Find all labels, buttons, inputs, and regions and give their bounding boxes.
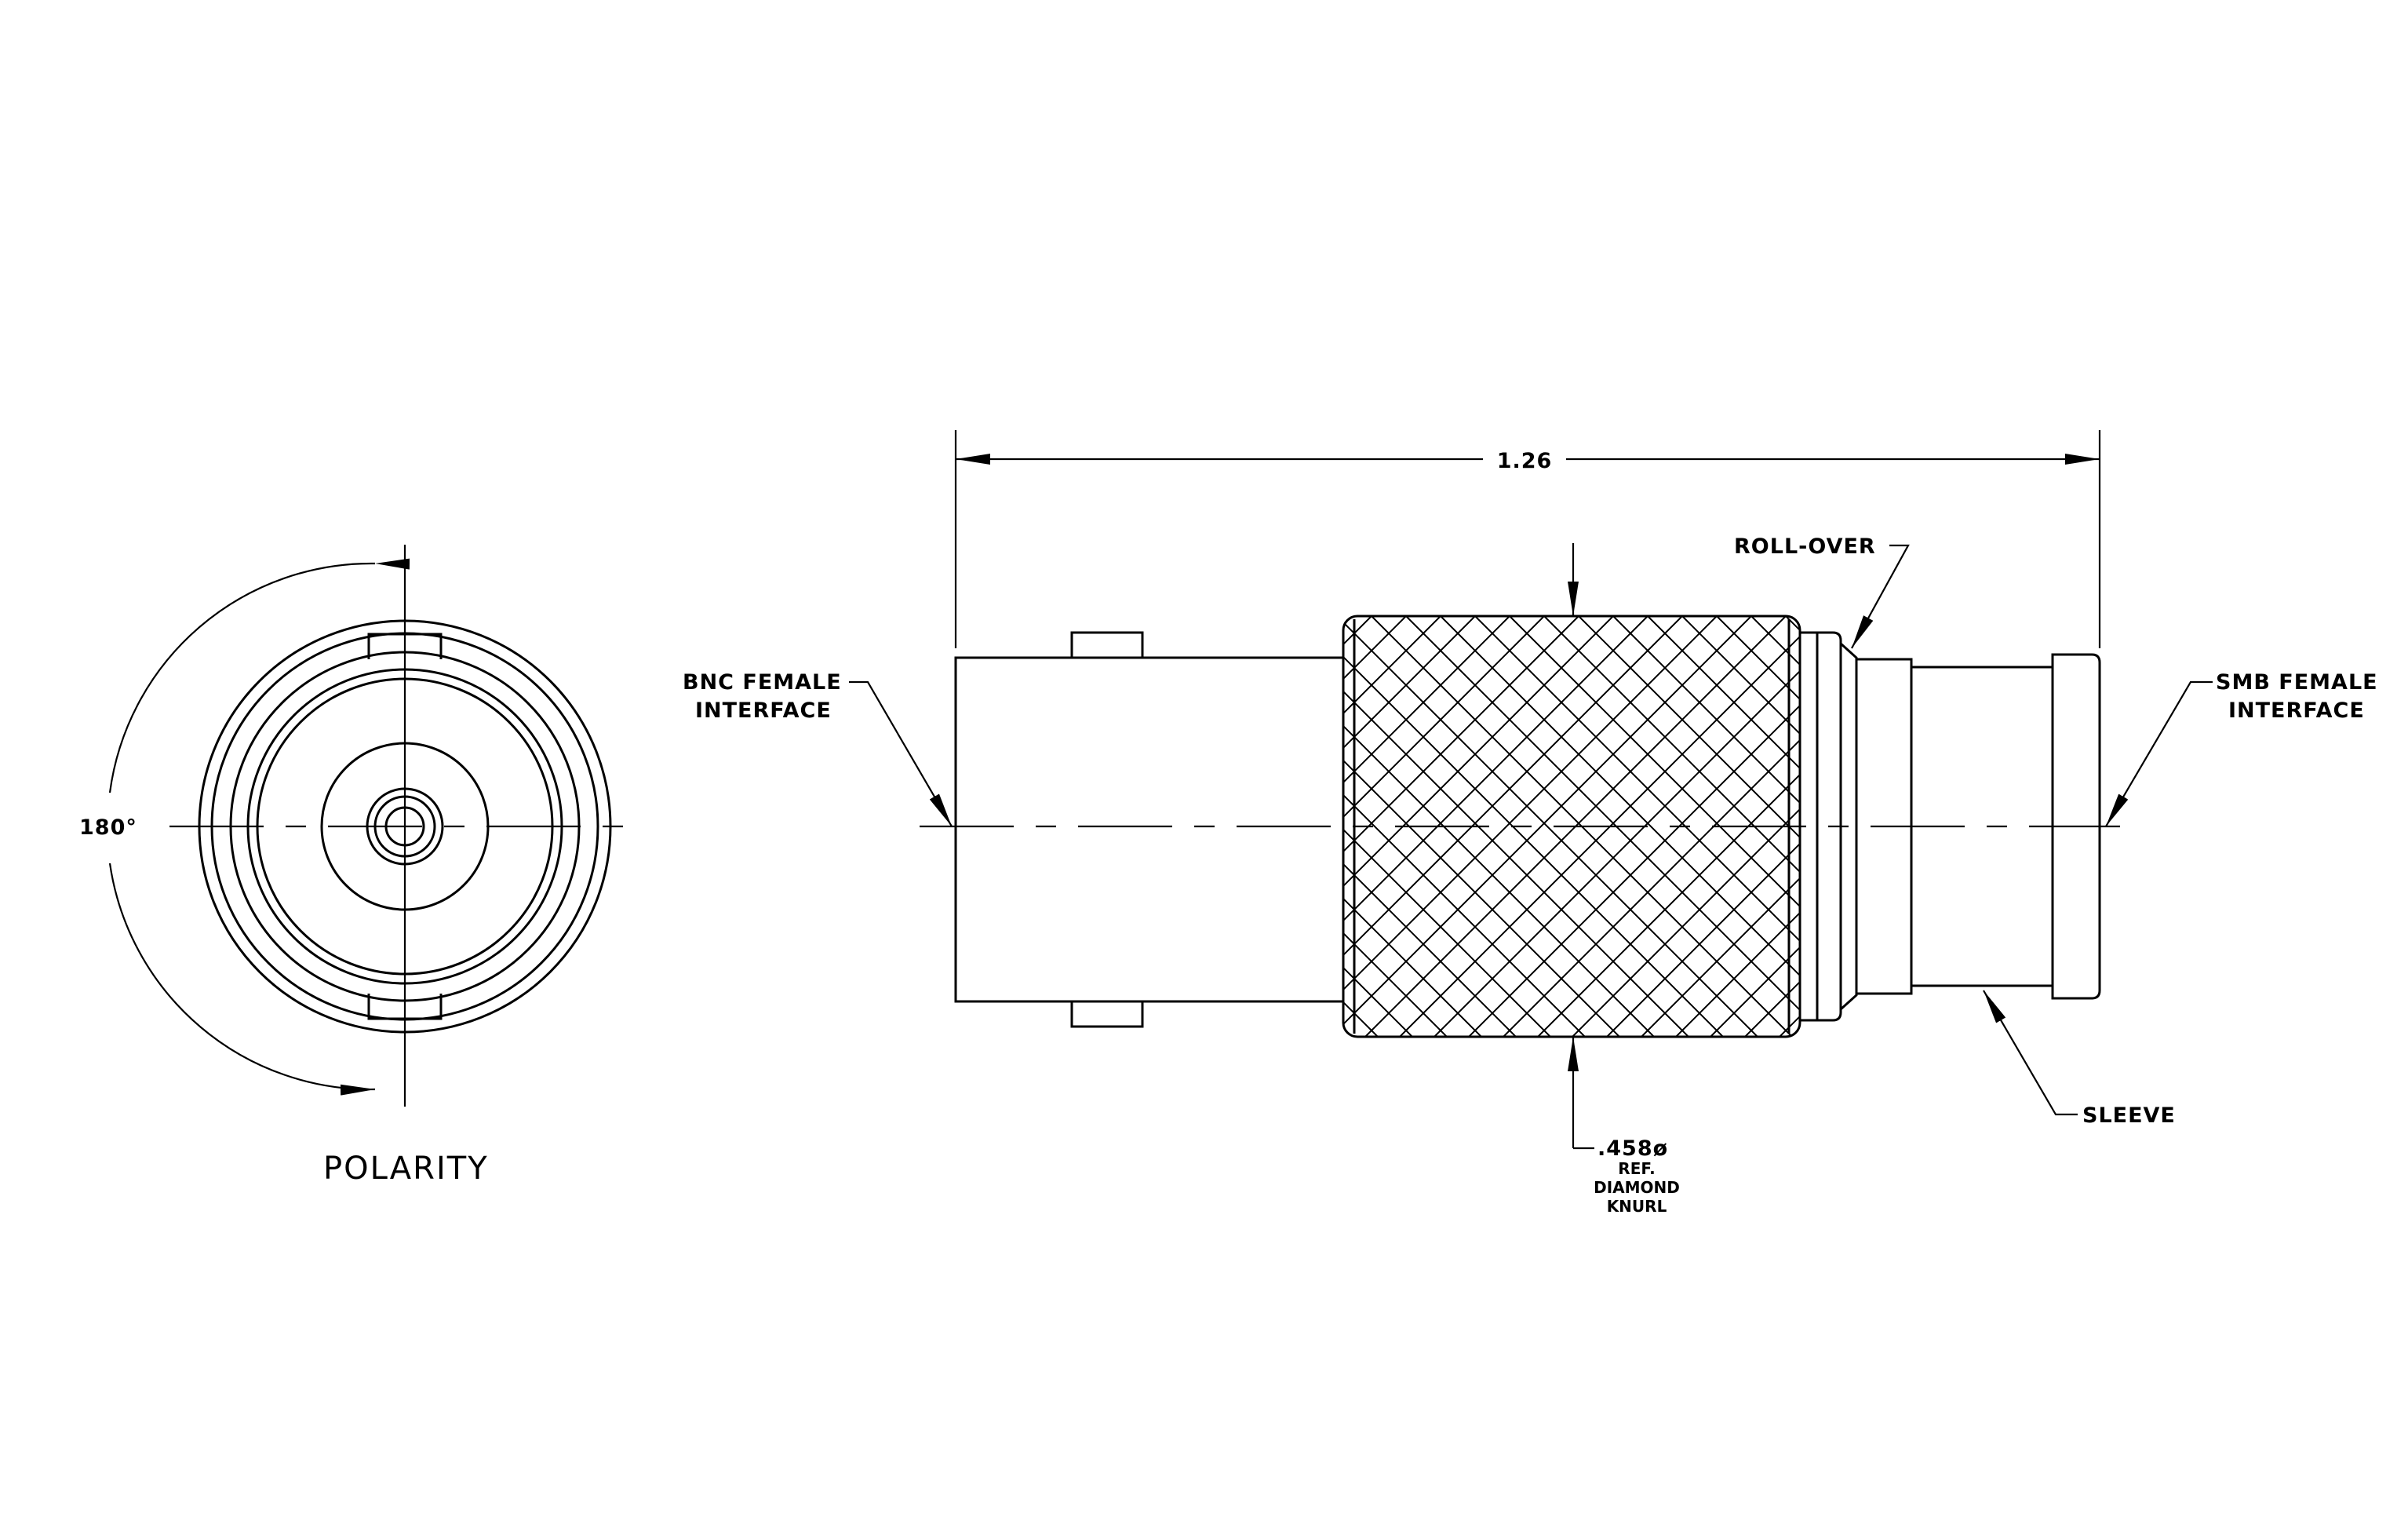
bnc-lug-bottom [1070,1000,1144,1028]
knurl-line [1710,616,1800,1037]
angle-arc-top [108,558,410,793]
smb-lip [2051,653,2101,1000]
polarity-caption: POLARITY [323,1151,489,1187]
bnc-callout-line1: BNC FEMALE [683,670,842,695]
knurl-dia-label: .458ø [1597,1136,1668,1161]
knurl-line [1343,616,1758,1037]
knurl-line [1612,616,1800,1037]
smb-leader [2105,680,2213,827]
knurl-line [1343,616,1448,1037]
roll-over-label: ROLL-OVER [1734,534,1876,559]
sleeve-leader [1983,990,2078,1116]
knurl-line [1343,616,1752,1037]
knurl-line [1343,616,1476,1037]
smb-callout-line1: SMB FEMALE [2216,670,2378,695]
knurl-line [1343,616,1718,1037]
bnc-leader [849,680,953,827]
bnc-lug-top [1070,631,1144,659]
side-view: 1.26 .458ø REF. DIAMOND KNURL BNC FEMALE… [683,430,2378,1216]
knurl-line [1606,616,1800,1037]
front-view: 180° POLARITY [79,545,640,1187]
knurl-line [1343,616,1545,1037]
knurl-line [1675,616,1800,1037]
knurl-line [1716,616,1800,1037]
knurl-ref-label: REF. [1618,1159,1655,1178]
knurl-line [1343,616,1482,1037]
knurl-line [1440,616,1800,1037]
bnc-body [954,656,1345,1003]
angle-label: 180° [79,815,137,840]
knurl-line [1343,616,1586,1037]
knurl-line [1343,616,1441,1037]
overall-length-label: 1.26 [1497,449,1553,473]
knurl-line [1641,616,1800,1037]
smb-callout-line2: INTERFACE [2228,698,2365,723]
knurl-word-label: KNURL [1607,1197,1667,1216]
knurl-line [1343,616,1517,1037]
knurl-line [1647,616,1800,1037]
knurl-line [1343,616,1510,1037]
angle-arc-bottom [108,863,376,1096]
knurl-line [1343,616,1551,1037]
knurl-type-label: DIAMOND [1594,1178,1680,1197]
roll-over-leader [1851,544,1910,649]
bnc-callout-line2: INTERFACE [695,698,832,723]
sleeve-label: SLEEVE [2082,1103,2176,1128]
knurl-line [1681,616,1800,1037]
